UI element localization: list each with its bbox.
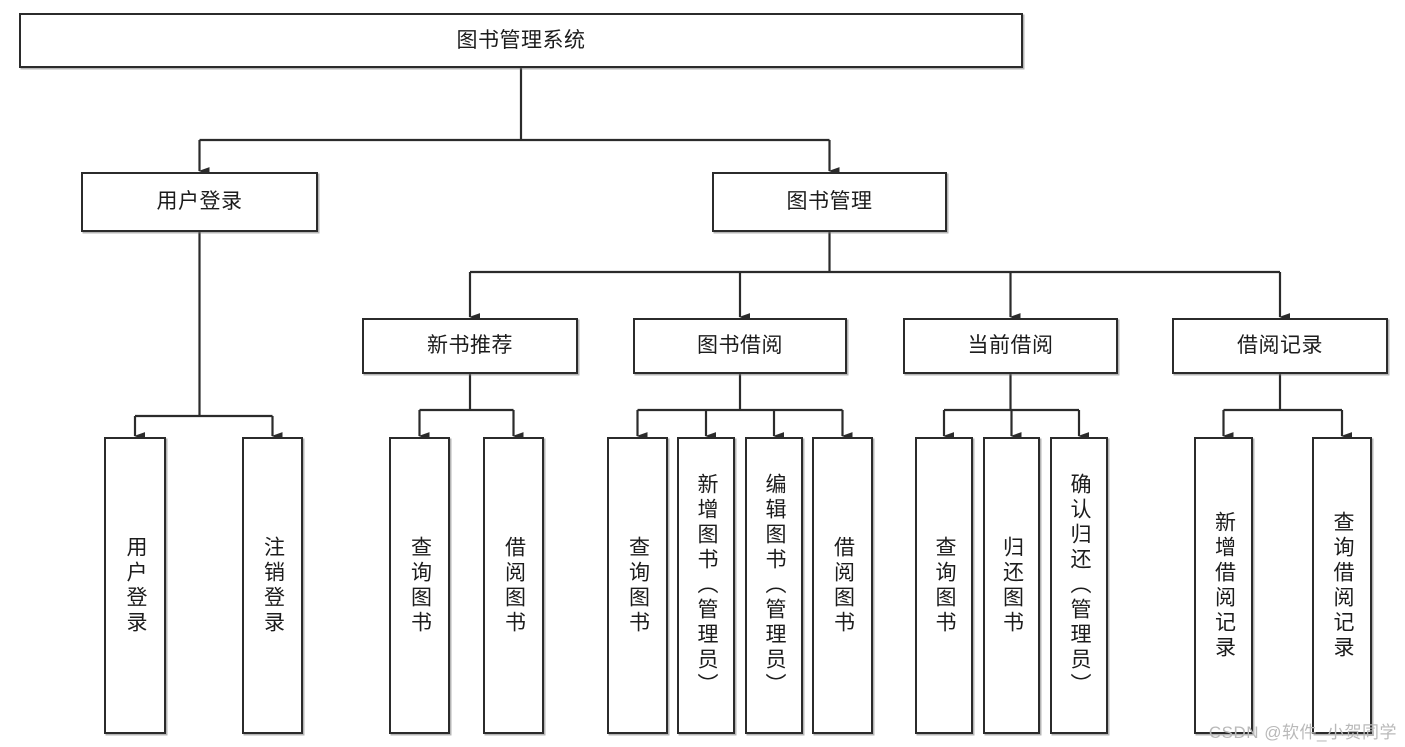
leaf-edit-book-admin[interactable]: 编辑图书（管理员） [745, 437, 803, 734]
node-label: 图书管理系统 [456, 28, 586, 52]
leaf-query-book-recommend[interactable]: 查询图书 [389, 437, 450, 734]
node-book-borrow[interactable]: 图书借阅 [633, 318, 847, 374]
node-label: 当前借阅 [967, 334, 1054, 358]
node-label: 查询图书 [933, 535, 957, 636]
leaf-user-login[interactable]: 用户登录 [104, 437, 166, 734]
node-borrow-record[interactable]: 借阅记录 [1172, 318, 1388, 374]
node-label: 借阅图书 [831, 535, 855, 636]
node-label: 图书借阅 [697, 334, 783, 358]
node-root[interactable]: 图书管理系统 [19, 13, 1023, 68]
node-current-borrow[interactable]: 当前借阅 [903, 318, 1118, 374]
node-label: 归还图书 [1000, 535, 1024, 636]
csdn-watermark: CSDN @软件_小贺同学 [1208, 723, 1397, 742]
node-label: 查询图书 [408, 535, 432, 636]
leaf-borrow-book-recommend[interactable]: 借阅图书 [483, 437, 544, 734]
node-label: 新增借阅记录 [1212, 510, 1236, 661]
node-label: 编辑图书（管理员） [763, 473, 787, 698]
node-label: 查询图书 [626, 535, 650, 636]
node-user-login[interactable]: 用户登录 [81, 172, 318, 232]
node-label: 用户登录 [124, 535, 148, 636]
node-new-book-recommend[interactable]: 新书推荐 [362, 318, 578, 374]
leaf-logout[interactable]: 注销登录 [242, 437, 303, 734]
node-label: 借阅图书 [502, 535, 526, 636]
leaf-confirm-return-admin[interactable]: 确认归还（管理员） [1050, 437, 1108, 734]
leaf-query-book-current[interactable]: 查询图书 [915, 437, 973, 734]
node-label: 注销登录 [261, 535, 285, 636]
leaf-add-book-admin[interactable]: 新增图书（管理员） [677, 437, 735, 734]
leaf-borrow-book[interactable]: 借阅图书 [812, 437, 873, 734]
leaf-add-borrow-record[interactable]: 新增借阅记录 [1194, 437, 1253, 734]
node-book-management[interactable]: 图书管理 [712, 172, 947, 232]
node-label: 查询借阅记录 [1331, 510, 1355, 661]
node-label: 用户登录 [156, 190, 243, 214]
leaf-query-book[interactable]: 查询图书 [607, 437, 668, 734]
leaf-query-borrow-record[interactable]: 查询借阅记录 [1312, 437, 1372, 734]
leaf-return-book[interactable]: 归还图书 [983, 437, 1040, 734]
node-label: 图书管理 [786, 190, 873, 214]
node-label: 新书推荐 [427, 334, 513, 358]
node-label: 新增图书（管理员） [695, 473, 719, 698]
node-label: 借阅记录 [1237, 334, 1323, 358]
node-label: 确认归还（管理员） [1068, 473, 1092, 698]
